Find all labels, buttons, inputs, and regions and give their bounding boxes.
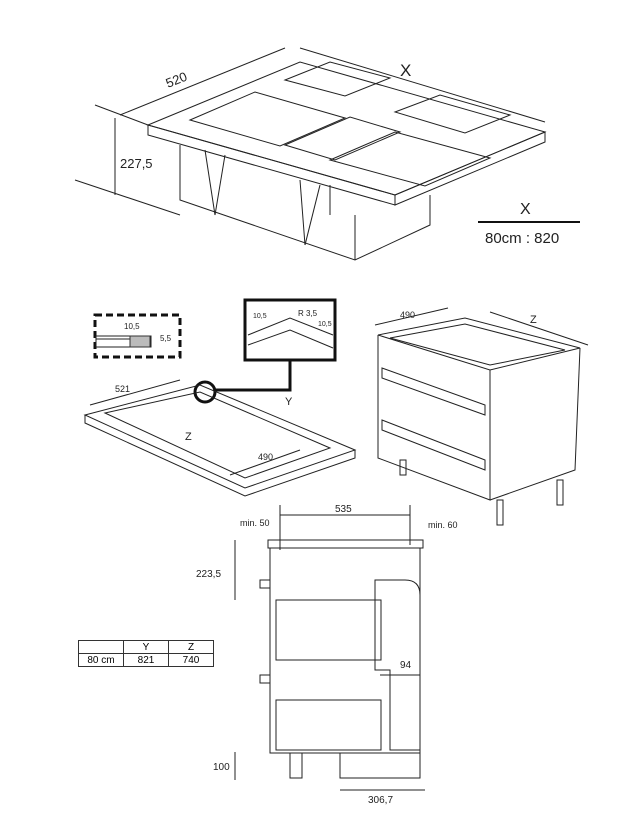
- table-cell: 80 cm: [78, 653, 124, 667]
- table-header: Z: [168, 640, 214, 654]
- duct-dim: 94: [400, 660, 412, 671]
- cutout-inner-width: Z: [185, 431, 192, 443]
- section-view: [234, 505, 425, 791]
- depth-label: 520: [164, 69, 190, 91]
- cabinet-isometric: [374, 307, 589, 526]
- cutout-frame: [83, 379, 357, 497]
- table-header: Y: [123, 640, 169, 654]
- height-top-dim: 223,5: [196, 569, 221, 580]
- legend-value: 80cm : 820: [485, 230, 559, 247]
- cutout-inner-depth: 490: [258, 452, 273, 462]
- small-detail-height: 5,5: [160, 334, 172, 343]
- height-label: 227,5: [120, 156, 153, 171]
- min-left-dim: min. 50: [240, 518, 270, 528]
- duct-depth-dim: 306,7: [368, 795, 393, 806]
- min-right-dim: min. 60: [428, 520, 458, 530]
- zoom-left-dim: 10,5: [253, 313, 267, 320]
- table-header: [78, 640, 124, 654]
- zoom-radius-dim: R 3,5: [298, 309, 318, 318]
- cabinet-depth: 490: [400, 310, 415, 320]
- hob-isometric: [74, 47, 547, 261]
- width-label: X: [400, 61, 411, 80]
- zoom-right-dim: 10,5: [318, 321, 332, 328]
- table-cell: 821: [123, 653, 169, 667]
- bottom-dim: 100: [213, 762, 230, 773]
- small-detail-width: 10,5: [124, 322, 140, 331]
- cabinet-width: Z: [530, 314, 537, 326]
- cutout-width: Y: [285, 396, 293, 408]
- cutout-depth: 521: [115, 384, 130, 394]
- top-width-dim: 535: [335, 504, 352, 515]
- table-cell: 740: [168, 653, 214, 667]
- legend-symbol: X: [520, 201, 531, 218]
